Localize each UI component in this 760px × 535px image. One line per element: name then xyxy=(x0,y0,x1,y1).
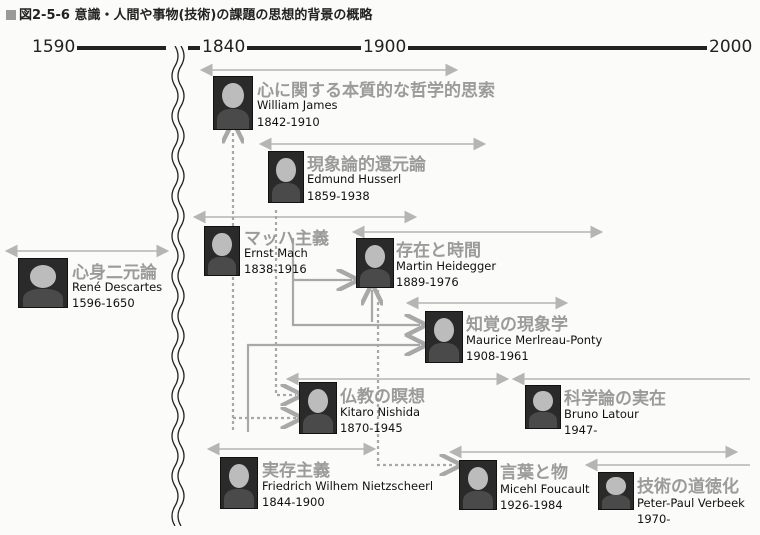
portrait-ernst-mach xyxy=(204,226,240,276)
dates-william-james: 1842-1910 xyxy=(257,115,320,129)
heading-bruno-latour: 科学論の実在 xyxy=(564,389,666,409)
timeline-line-right xyxy=(188,46,708,50)
portrait-rene-descartes xyxy=(18,258,68,308)
name-maurice-merleau-ponty: Maurice Merlreau-Ponty xyxy=(466,333,603,347)
heading-martin-heidegger: 存在と時間 xyxy=(396,241,481,261)
dates-friedrich-nietzsche: 1844-1900 xyxy=(262,495,325,509)
heading-william-james: 心に関する本質的な哲学的思索 xyxy=(257,81,495,101)
timeline-break-icon xyxy=(171,46,185,526)
figure-title-text: 図2-5-6 意識・人間や事物(技術)の課題の思想的背景の概略 xyxy=(19,8,373,23)
year-2000: 2000 xyxy=(707,37,755,57)
heading-kitaro-nishida: 仏教の瞑想 xyxy=(340,387,425,407)
name-kitaro-nishida: Kitaro Nishida xyxy=(340,405,421,419)
portrait-michel-foucault xyxy=(459,460,497,510)
dates-peter-paul-verbeek: 1970- xyxy=(637,512,671,526)
timeline-line-left xyxy=(70,46,166,50)
portrait-kitaro-nishida xyxy=(299,382,337,434)
title-square-icon xyxy=(6,10,16,20)
name-rene-descartes: René Descartes xyxy=(72,280,163,294)
name-bruno-latour: Bruno Latour xyxy=(564,407,639,421)
name-friedrich-nietzsche: Friedrich Wilhem Nietzscheerl xyxy=(262,479,434,493)
portrait-martin-heidegger xyxy=(356,238,394,288)
heading-maurice-merleau-ponty: 知覚の現象学 xyxy=(466,315,568,335)
portrait-maurice-merleau-ponty xyxy=(425,311,463,363)
heading-edmund-husserl: 現象論的還元論 xyxy=(307,155,426,175)
dates-maurice-merleau-ponty: 1908-1961 xyxy=(466,349,529,363)
name-michel-foucault: Micehl Foucault xyxy=(500,482,590,496)
dates-kitaro-nishida: 1870-1945 xyxy=(340,421,403,435)
dates-rene-descartes: 1596-1650 xyxy=(72,296,135,310)
name-martin-heidegger: Martin Heidegger xyxy=(396,259,497,273)
year-1840: 1840 xyxy=(200,37,248,57)
dates-michel-foucault: 1926-1984 xyxy=(500,498,563,512)
dates-bruno-latour: 1947- xyxy=(564,423,598,437)
portrait-william-james xyxy=(213,76,253,130)
year-1900: 1900 xyxy=(361,37,409,57)
year-1590: 1590 xyxy=(30,37,78,57)
heading-peter-paul-verbeek: 技術の道徳化 xyxy=(637,477,739,497)
heading-ernst-mach: マッハ主義 xyxy=(244,229,329,249)
dates-martin-heidegger: 1889-1976 xyxy=(396,275,459,289)
dates-edmund-husserl: 1859-1938 xyxy=(307,189,370,203)
figure-title: 図2-5-6 意識・人間や事物(技術)の課題の思想的背景の概略 xyxy=(6,4,372,23)
name-peter-paul-verbeek: Peter-Paul Verbeek xyxy=(637,496,745,510)
heading-michel-foucault: 言葉と物 xyxy=(500,463,568,483)
heading-rene-descartes: 心身二元論 xyxy=(72,263,157,283)
portrait-friedrich-nietzsche xyxy=(220,457,258,509)
name-william-james: William James xyxy=(257,98,338,112)
name-edmund-husserl: Edmund Husserl xyxy=(307,172,402,186)
name-ernst-mach: Ernst Mach xyxy=(244,246,308,260)
portrait-bruno-latour xyxy=(525,385,561,429)
heading-friedrich-nietzsche: 実存主義 xyxy=(262,461,330,481)
portrait-peter-paul-verbeek xyxy=(598,472,634,510)
dates-ernst-mach: 1838-1916 xyxy=(244,262,307,276)
portrait-edmund-husserl xyxy=(268,151,304,203)
